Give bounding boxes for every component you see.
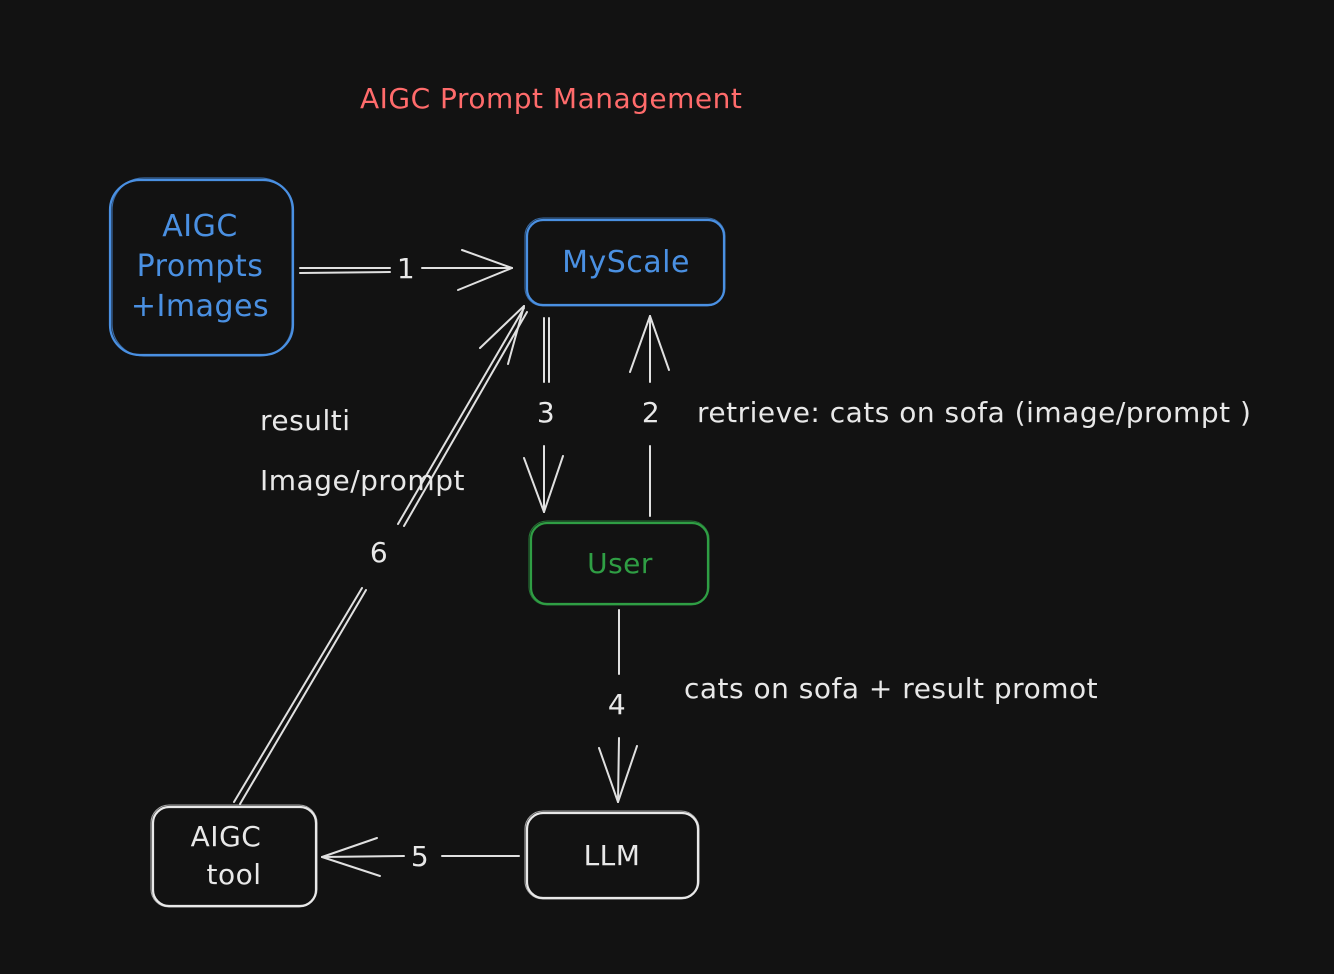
- annotation-result-line-1: resulti: [260, 404, 351, 437]
- annotation-llm-input: cats on sofa + result promot: [684, 672, 1098, 705]
- edge-3-myscale-to-user: 3: [523, 317, 564, 513]
- node-tool-line-1: AIGC: [191, 820, 262, 853]
- node-source-line-3: +Images: [131, 289, 269, 324]
- node-aigc-tool[interactable]: AIGC tool: [150, 804, 318, 908]
- node-myscale[interactable]: MyScale: [524, 217, 726, 307]
- edge-3-label: 3: [537, 396, 555, 429]
- node-source-line-1: AIGC: [162, 209, 238, 244]
- annotation-result-line-2: Image/prompt: [260, 464, 465, 497]
- edge-5-label: 5: [411, 840, 429, 873]
- node-tool-line-2: tool: [206, 858, 261, 891]
- annotation-retrieve: retrieve: cats on sofa (image/prompt ): [697, 396, 1251, 429]
- node-myscale-label: MyScale: [562, 245, 690, 280]
- edge-6-tool-to-myscale: 6: [233, 305, 528, 805]
- node-source-line-2: Prompts: [137, 249, 264, 284]
- edge-4-user-to-llm: 4: [598, 609, 638, 803]
- edge-4-label: 4: [608, 688, 626, 721]
- node-user-label: User: [587, 547, 653, 580]
- edge-2-user-to-myscale: 2: [629, 315, 670, 517]
- edge-2-label: 2: [642, 396, 660, 429]
- node-llm-label: LLM: [584, 839, 641, 872]
- edge-5-llm-to-tool: 5: [321, 837, 520, 877]
- node-llm[interactable]: LLM: [524, 810, 700, 900]
- edge-1-label: 1: [397, 252, 415, 285]
- diagram-title: AIGC Prompt Management: [360, 82, 742, 115]
- edge-1-source-to-myscale: 1: [299, 249, 513, 291]
- node-user[interactable]: User: [528, 520, 710, 606]
- node-aigc-prompts-images[interactable]: AIGC Prompts +Images: [108, 177, 295, 357]
- edge-6-label: 6: [370, 536, 388, 569]
